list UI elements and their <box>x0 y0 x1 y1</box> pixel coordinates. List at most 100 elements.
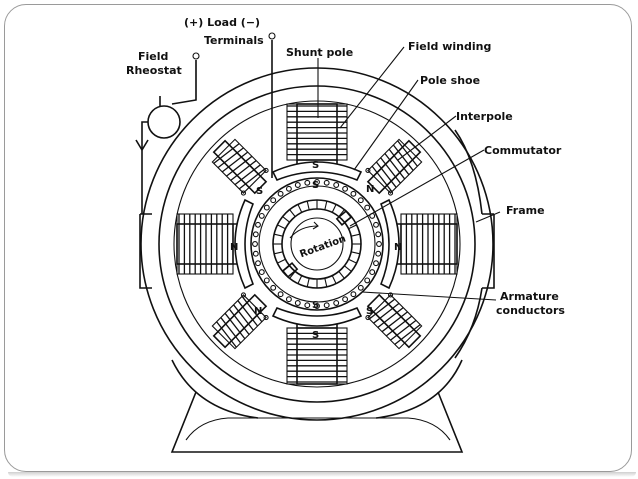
pole-group <box>176 103 458 385</box>
pole-mark-top-inner: S <box>312 180 319 191</box>
interpole-upper-right <box>365 138 423 196</box>
conductor <box>263 277 270 284</box>
field-label: Field <box>138 50 168 63</box>
conductor <box>255 260 261 267</box>
interpole-lower-right <box>365 292 423 350</box>
leader-lines <box>317 46 501 301</box>
commutator-segment <box>297 204 303 213</box>
interpole-mark-ul: S <box>256 186 263 197</box>
frame-label: Frame <box>506 204 545 217</box>
rheostat-label: Rheostat <box>126 64 182 77</box>
positive-terminal <box>192 52 200 60</box>
pole-shoe-label: Pole shoe <box>420 74 480 87</box>
conductor <box>333 182 340 188</box>
conductor <box>350 190 357 197</box>
negative-terminal <box>268 32 276 40</box>
conductor <box>255 221 261 228</box>
conductor <box>258 212 265 219</box>
commutator-segment <box>273 233 284 237</box>
rotation-arrow-head <box>312 221 319 230</box>
yoke-frame <box>139 67 495 421</box>
commutator-label: Commutator <box>484 144 562 157</box>
interpole-mark-ur: N <box>366 184 374 195</box>
conductor <box>285 185 292 192</box>
conductor <box>294 182 301 188</box>
armature <box>250 177 384 311</box>
conductor <box>375 231 382 238</box>
rheostat-icon <box>147 105 181 139</box>
main-pole-bottom <box>271 306 363 385</box>
pole-mark-bottom-inner: S <box>312 300 319 311</box>
conductor <box>252 231 259 238</box>
conductor <box>258 269 265 276</box>
labels: (+) Load (−) Terminals Field Rheostat Sh… <box>126 16 565 317</box>
armature-conductors <box>252 179 382 309</box>
shunt-pole-label: Shunt pole <box>286 46 353 59</box>
conductor <box>285 296 292 303</box>
conductor <box>375 250 382 257</box>
commutator-segment <box>277 258 286 264</box>
conductor <box>373 260 379 267</box>
commutator-segments <box>273 200 361 288</box>
conductors-label: conductors <box>496 304 565 317</box>
field-winding-label: Field winding <box>408 40 491 53</box>
commutator-segment <box>306 277 310 288</box>
pole-mark-right: N <box>394 242 402 253</box>
interpole-mark-ll: N <box>254 306 262 317</box>
conductor <box>376 241 382 247</box>
conductor <box>323 302 330 309</box>
commutator-segment <box>348 224 357 230</box>
commutator-segment <box>331 204 337 213</box>
commutator-segment <box>331 275 337 284</box>
terminals-label: Terminals <box>204 34 264 47</box>
conductor <box>357 284 364 291</box>
commutator-segment <box>348 258 357 264</box>
commutator: Rotation <box>272 199 362 289</box>
interpole-upper-left <box>211 138 269 196</box>
load-label: (+) Load (−) <box>184 16 260 29</box>
conductor <box>350 291 357 298</box>
commutator-segment <box>297 275 303 284</box>
pole-mark-left: N <box>230 242 238 253</box>
pole-mark-bottom: S <box>312 330 319 341</box>
commutator-segment <box>289 209 296 217</box>
commutator-segment <box>273 251 284 255</box>
main-pole-top <box>271 103 363 182</box>
commutator-segment <box>282 216 290 223</box>
conductor <box>252 241 258 247</box>
conductor <box>364 204 371 211</box>
commutator-segment <box>277 224 286 230</box>
commutator-segment <box>306 200 310 211</box>
conductor <box>252 250 259 257</box>
conductor <box>373 221 379 228</box>
machine-base <box>170 391 464 453</box>
armature-label: Armature <box>500 290 559 303</box>
conductor <box>342 185 349 192</box>
interpole-lower-left <box>211 292 269 350</box>
conductor <box>357 197 364 204</box>
commutator-segment <box>338 271 345 279</box>
commutator-segment <box>344 265 352 272</box>
field-rheostat <box>135 32 276 214</box>
conductor <box>304 302 311 309</box>
conductor <box>314 179 320 185</box>
slide-shadow <box>8 472 636 477</box>
pole-letters: S S S S N N S N N S <box>230 160 402 341</box>
commutator-segment <box>324 200 328 211</box>
conductor <box>333 300 340 306</box>
commutator-segment <box>350 233 361 237</box>
conductor <box>369 269 376 276</box>
interpole-label: Interpole <box>456 110 513 123</box>
conductor <box>263 204 270 211</box>
conductor <box>364 277 371 284</box>
conductor <box>304 179 311 186</box>
conductor <box>314 303 320 309</box>
main-pole-right <box>379 198 458 290</box>
conductor <box>277 190 284 197</box>
conductor <box>277 291 284 298</box>
interpole-mark-lr: S <box>366 306 373 317</box>
conductor <box>270 284 277 291</box>
pole-mark-top: S <box>312 160 319 171</box>
main-pole-left <box>176 198 255 290</box>
